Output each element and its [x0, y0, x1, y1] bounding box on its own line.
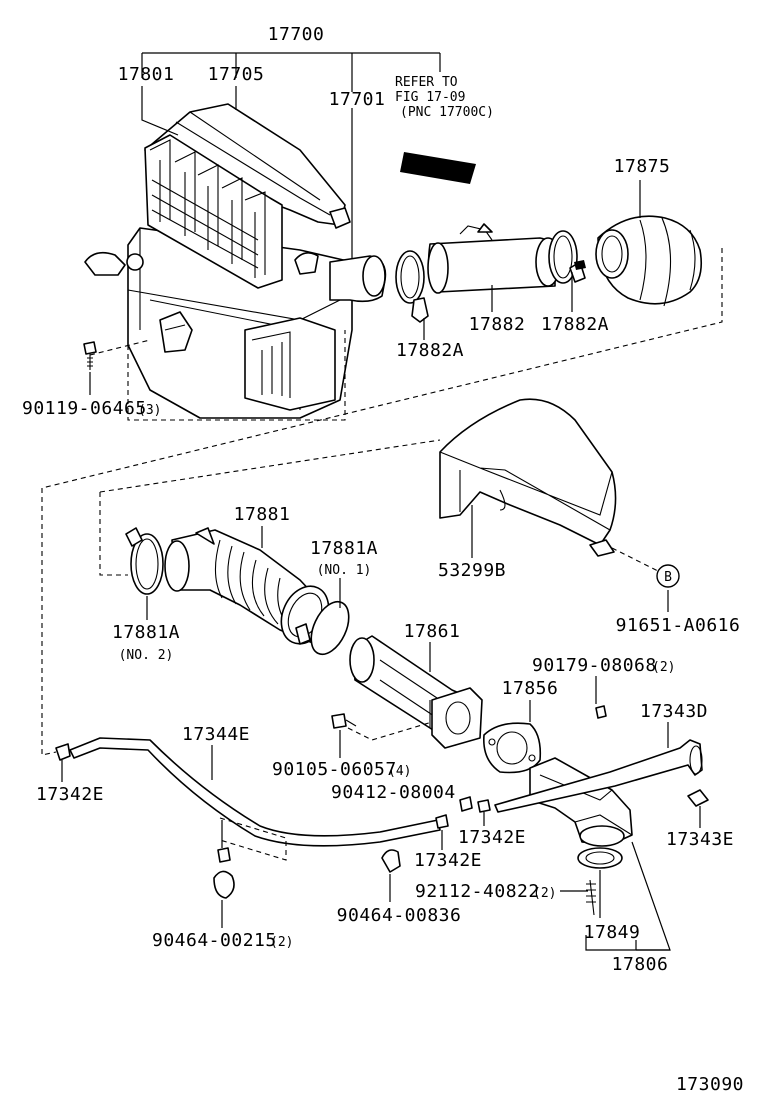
- label-17882a-right: 17882A: [541, 314, 609, 335]
- callout-b: B: [656, 564, 680, 588]
- label-90464-00215: 90464-00215: [152, 930, 277, 951]
- label-17701: 17701: [329, 89, 386, 110]
- label-17881a-no2: 17881A: [112, 622, 180, 643]
- refer-note-bar: [400, 152, 476, 184]
- label-90119: 90119-06465: [22, 398, 147, 419]
- label-91651: 91651-A0616: [616, 615, 741, 636]
- refer-note-line1: REFER TO: [395, 75, 458, 90]
- callout-b-letter: B: [664, 570, 672, 585]
- air-duct-17882: [395, 223, 586, 323]
- part-labels: 17700 17801 17705 17701 REFER TO FIG 17-…: [22, 24, 744, 1095]
- label-17881a-no1: 17881A: [310, 538, 378, 559]
- label-90105: 90105-06057: [272, 759, 397, 780]
- label-17343d: 17343D: [640, 701, 708, 722]
- label-17342e-lower: 17342E: [414, 850, 482, 871]
- label-17342e-right: 17342E: [458, 827, 526, 848]
- label-17881a-no2-note: (NO. 2): [119, 648, 174, 663]
- label-17875: 17875: [614, 156, 671, 177]
- elbow-17806: [459, 705, 709, 916]
- refer-note-line3: (PNC 17700C): [400, 105, 494, 120]
- figure-number: 173090: [676, 1074, 744, 1095]
- label-17882a-left: 17882A: [396, 340, 464, 361]
- label-17342e-left: 17342E: [36, 784, 104, 805]
- vacuum-hose-17344e: [55, 737, 449, 899]
- label-17861: 17861: [404, 621, 461, 642]
- label-90464-00215-qty: (2): [270, 935, 293, 950]
- label-17344e: 17344E: [182, 724, 250, 745]
- label-17856: 17856: [502, 678, 559, 699]
- filter-element-pleats: [149, 139, 266, 278]
- label-17806: 17806: [612, 954, 669, 975]
- label-90464-00836: 90464-00836: [337, 905, 462, 926]
- label-17343e: 17343E: [666, 829, 734, 850]
- label-90412: 90412-08004: [331, 782, 456, 803]
- resonator-17875: [595, 215, 703, 307]
- label-17881a-no1-note: (NO. 1): [317, 563, 372, 578]
- gasket-17856: [483, 722, 542, 774]
- hose-bellows: [214, 539, 293, 631]
- label-90119-qty: (3): [138, 403, 161, 418]
- label-90179: 90179-08068: [532, 655, 657, 676]
- cover-53299b: [439, 398, 617, 557]
- label-53299b: 53299B: [438, 560, 506, 581]
- air-cleaner-assembly: [83, 103, 387, 419]
- label-17882: 17882: [469, 314, 526, 335]
- label-17801: 17801: [118, 64, 175, 85]
- label-17700: 17700: [268, 24, 325, 45]
- label-92112-qty: (2): [533, 886, 556, 901]
- refer-note-line2: FIG 17-09: [395, 90, 465, 105]
- intake-hose-17881: [125, 527, 350, 656]
- duct-17861: [331, 635, 483, 749]
- label-17881: 17881: [234, 504, 291, 525]
- label-17849: 17849: [584, 922, 641, 943]
- label-92112: 92112-40822: [415, 881, 540, 902]
- label-17705: 17705: [208, 64, 265, 85]
- dashed-group-lines: [41, 248, 723, 861]
- leader-lines: [61, 52, 701, 951]
- label-90179-qty: (2): [652, 660, 675, 675]
- label-90105-qty: (4): [388, 764, 411, 779]
